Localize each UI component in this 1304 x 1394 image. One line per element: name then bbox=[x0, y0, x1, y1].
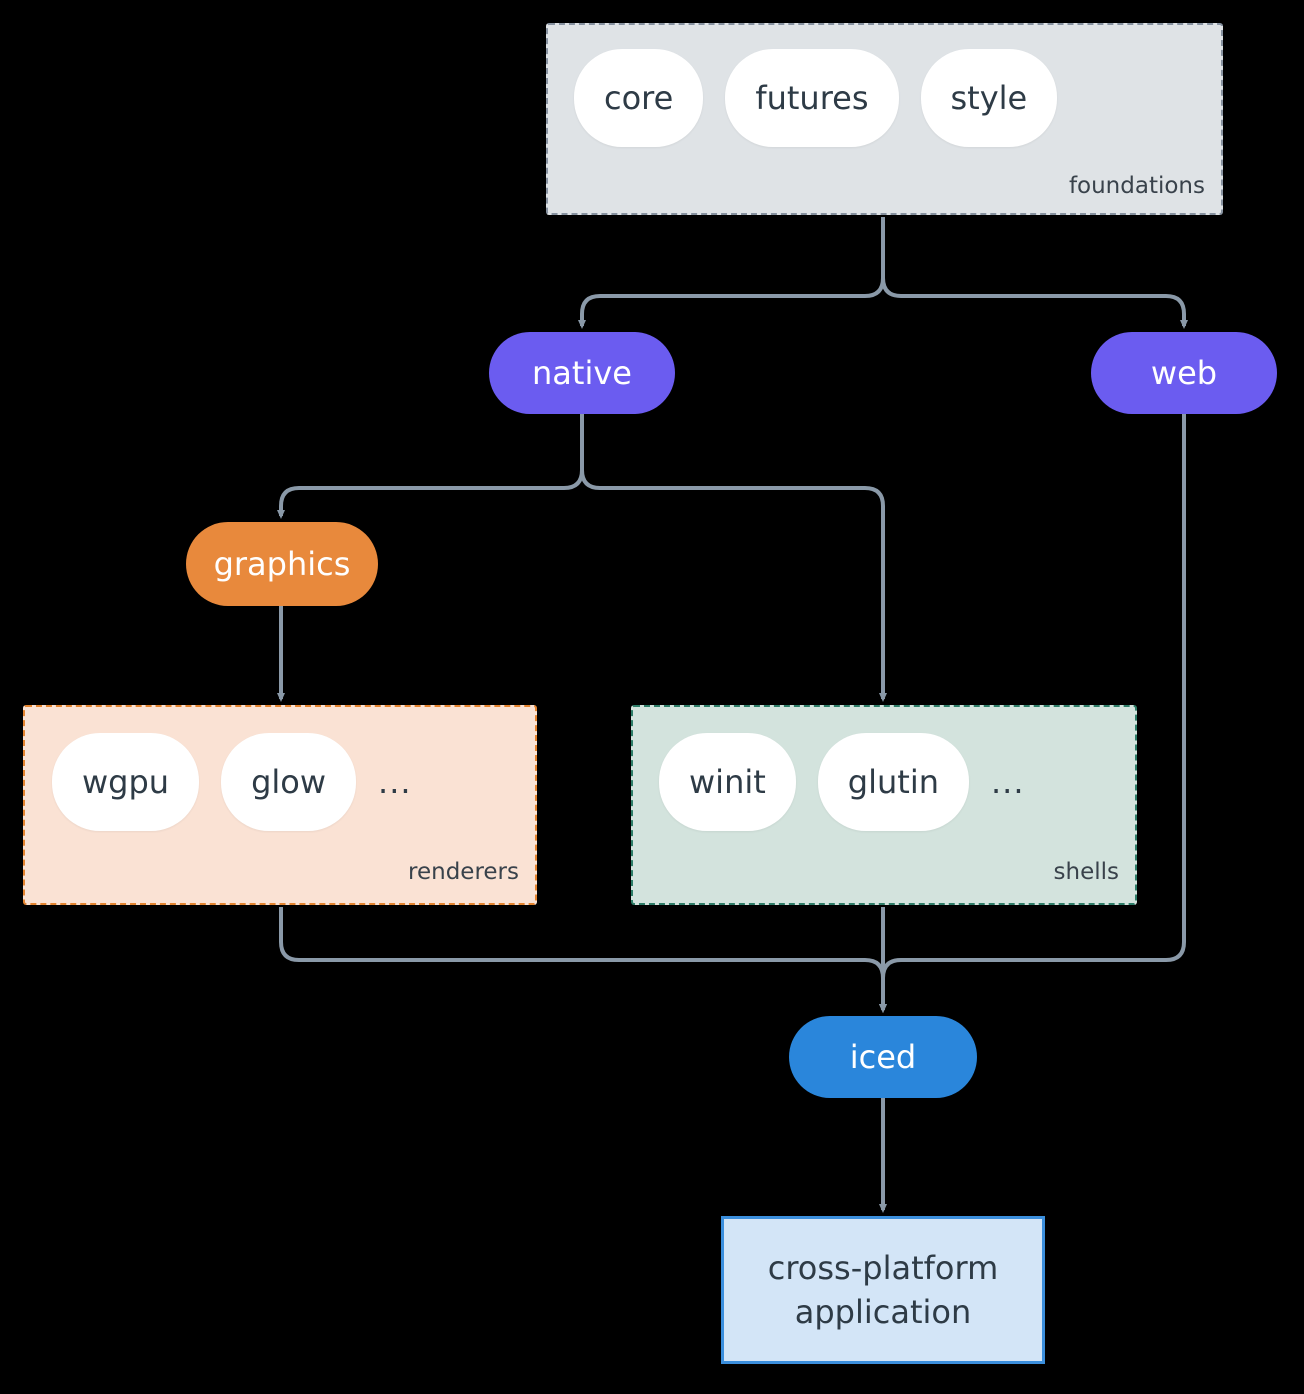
group-renderers-items: wgpu glow ... bbox=[52, 733, 416, 831]
pill-glow[interactable]: glow bbox=[221, 733, 357, 831]
node-web[interactable]: web bbox=[1091, 332, 1277, 414]
pill-core[interactable]: core bbox=[574, 49, 704, 147]
group-foundations-items: core futures style bbox=[574, 49, 1079, 147]
group-renderers-label: renderers bbox=[408, 859, 519, 885]
edge-native-to-graphics bbox=[277, 469, 584, 519]
group-renderers: wgpu glow ... renderers bbox=[23, 705, 537, 905]
node-graphics[interactable]: graphics bbox=[186, 522, 378, 606]
shells-more-ellipsis: ... bbox=[990, 763, 1025, 801]
pill-glutin[interactable]: glutin bbox=[817, 733, 969, 831]
application-line-1: cross-platform bbox=[767, 1248, 999, 1287]
node-iced[interactable]: iced bbox=[789, 1016, 977, 1098]
group-shells-label: shells bbox=[1053, 859, 1119, 885]
group-shells-items: winit glutin ... bbox=[659, 733, 1029, 831]
pill-winit[interactable]: winit bbox=[659, 733, 796, 831]
group-foundations-label: foundations bbox=[1068, 173, 1205, 199]
node-native[interactable]: native bbox=[489, 332, 675, 414]
group-foundations: core futures style foundations bbox=[546, 23, 1223, 215]
edge-renderers-to-iced bbox=[279, 907, 887, 1013]
group-shells: winit glutin ... shells bbox=[631, 705, 1137, 905]
edge-foundations-to-native bbox=[578, 277, 885, 329]
edge-foundations-to-web bbox=[881, 277, 1188, 329]
pill-wgpu[interactable]: wgpu bbox=[52, 733, 200, 831]
renderers-more-ellipsis: ... bbox=[378, 763, 412, 801]
application-line-2: application bbox=[794, 1293, 972, 1331]
pill-style[interactable]: style bbox=[920, 49, 1058, 147]
pill-futures[interactable]: futures bbox=[725, 49, 899, 147]
edge-native-to-shells bbox=[580, 469, 887, 702]
node-cross-platform-application[interactable]: cross-platform application bbox=[721, 1216, 1045, 1364]
